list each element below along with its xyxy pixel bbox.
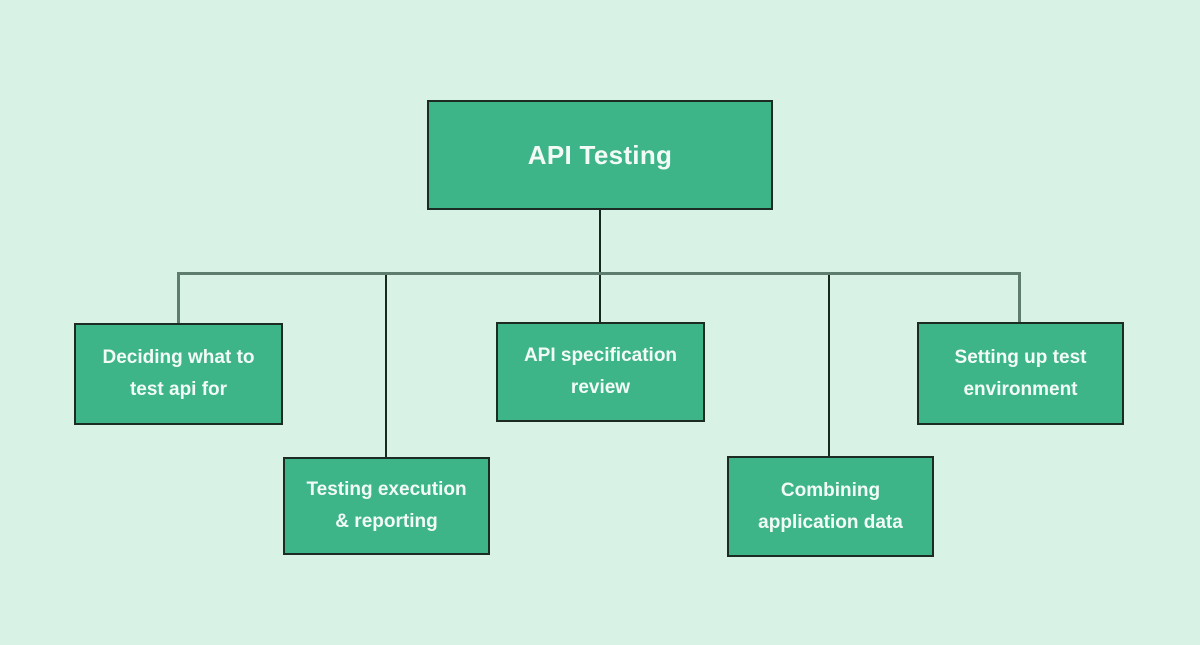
- connector-drop-testing-execution: [385, 275, 387, 457]
- node-deciding-what-to-test-label: Deciding what to test api for: [102, 347, 255, 400]
- connector-drop-combining: [828, 275, 830, 456]
- node-api-testing-label: API Testing: [527, 139, 673, 170]
- node-combining-application-data-label: Combining application data: [758, 479, 903, 533]
- connector-root-stem: [599, 210, 601, 273]
- node-combining-application-data: Combining application data: [727, 456, 934, 557]
- node-testing-execution-reporting-label: Testing execution & reporting: [306, 479, 467, 532]
- connector-horizontal-bus: [177, 272, 1021, 275]
- node-api-testing: API Testing: [427, 100, 773, 210]
- node-deciding-what-to-test: Deciding what to test api for: [74, 323, 283, 425]
- node-testing-execution-reporting: Testing execution & reporting: [283, 457, 490, 555]
- connector-drop-setting-up: [1018, 272, 1021, 322]
- connector-drop-api-specification: [599, 275, 601, 322]
- node-setting-up-test-environment-label: Setting up test environment: [954, 346, 1087, 400]
- node-setting-up-test-environment: Setting up test environment: [917, 322, 1124, 425]
- node-api-specification-review: API specification review: [496, 322, 705, 422]
- connector-drop-deciding: [177, 272, 180, 323]
- node-api-specification-review-label: API specification review: [523, 345, 678, 398]
